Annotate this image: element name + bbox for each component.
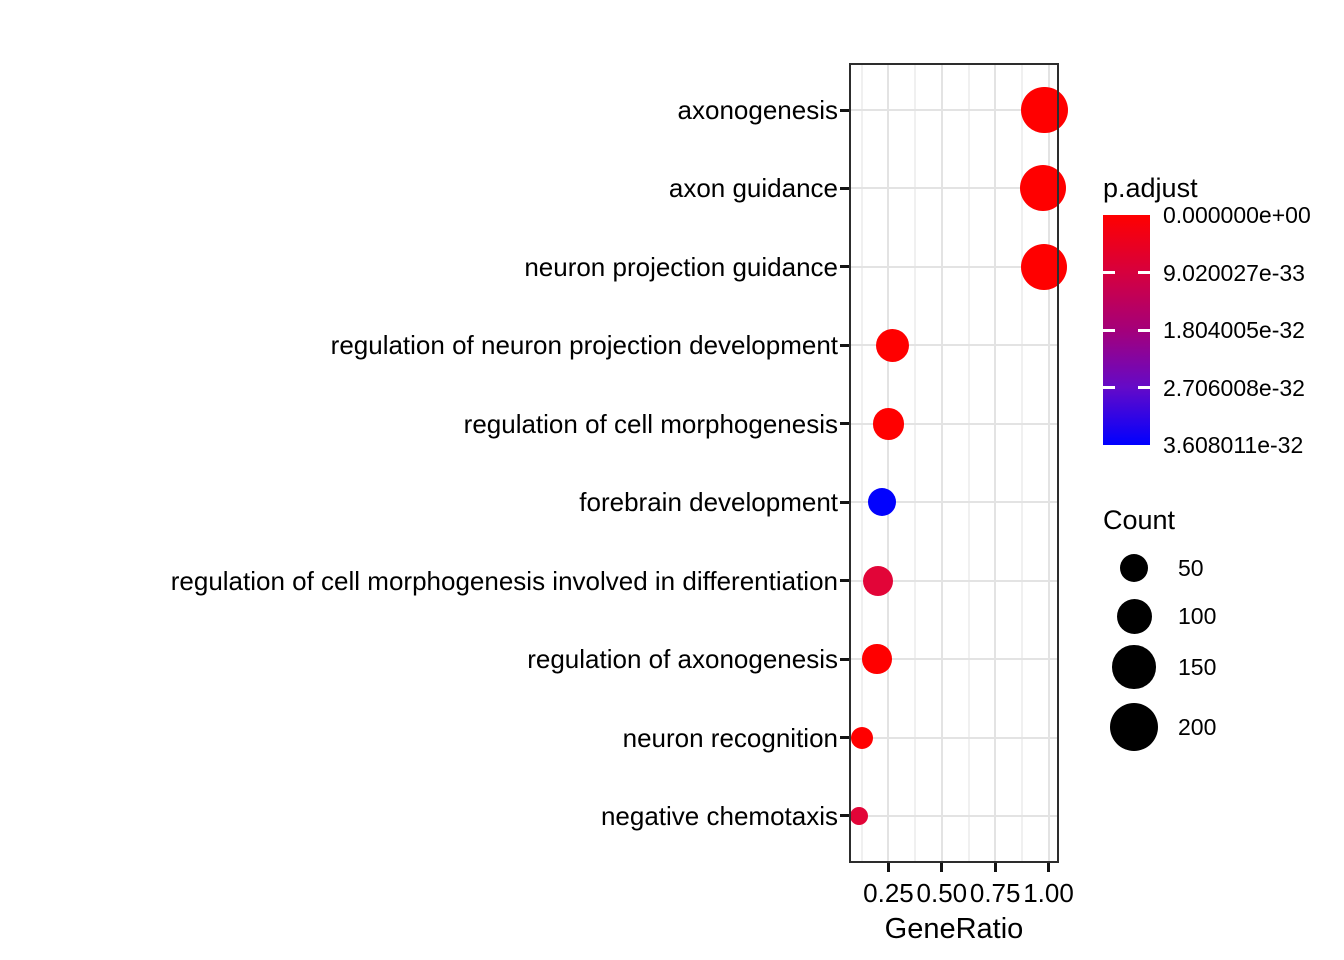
count-key-label: 50 xyxy=(1178,555,1204,581)
colorbar-tick xyxy=(1103,386,1115,389)
x-tick-label: 0.25 xyxy=(863,878,914,908)
gridline-x-minor xyxy=(860,63,863,863)
dot xyxy=(862,644,892,674)
y-axis-label: regulation of cell morphogenesis xyxy=(463,408,838,439)
colorbar-tick xyxy=(1103,328,1115,332)
gridline-x-major xyxy=(940,63,943,863)
dot xyxy=(849,806,869,826)
colorbar-tick xyxy=(1138,271,1150,274)
gridline-x-major xyxy=(887,63,890,863)
y-tick xyxy=(840,579,849,583)
y-tick xyxy=(840,265,849,269)
y-axis-label: axon guidance xyxy=(668,173,838,204)
colorbar-tick xyxy=(1138,386,1150,389)
gridline-y-major xyxy=(849,658,1059,661)
count-key-circle xyxy=(1110,703,1158,751)
colorbar-tick-label: 3.608011e-32 xyxy=(1163,432,1304,458)
dot xyxy=(850,726,873,749)
y-tick xyxy=(840,108,849,112)
y-tick xyxy=(840,186,849,190)
gridline-y-major xyxy=(849,736,1059,739)
dot xyxy=(872,407,905,440)
gridline-y-major xyxy=(849,501,1059,504)
count-key-label: 150 xyxy=(1178,654,1217,680)
x-tick xyxy=(993,863,997,872)
x-tick-label: 1.00 xyxy=(1023,878,1074,908)
y-tick xyxy=(840,657,849,661)
dot xyxy=(868,488,897,517)
y-tick xyxy=(840,500,849,504)
gridline-x-minor xyxy=(914,63,917,863)
y-tick xyxy=(840,343,849,347)
count-key-label: 200 xyxy=(1178,714,1217,740)
gridline-y-major xyxy=(849,109,1059,112)
colorbar-tick-label: 2.706008e-32 xyxy=(1163,374,1305,401)
y-axis-label: regulation of neuron projection developm… xyxy=(330,330,838,361)
gridline-y-major xyxy=(849,814,1059,817)
gridline-x-major xyxy=(994,63,997,863)
gridline-y-major xyxy=(849,187,1059,190)
x-tick xyxy=(940,863,944,872)
y-axis-label: negative chemotaxis xyxy=(600,800,838,831)
y-axis-label: regulation of axonogenesis xyxy=(527,644,838,675)
count-key-label: 100 xyxy=(1178,603,1217,629)
gridline-y-major xyxy=(849,579,1059,582)
colorbar-tick xyxy=(1138,328,1150,332)
gridline-x-minor xyxy=(967,63,970,863)
gridline-y-major xyxy=(849,265,1059,268)
x-tick-label: 0.75 xyxy=(969,878,1021,908)
padjust-colorbar xyxy=(1103,215,1150,445)
y-tick xyxy=(840,814,849,818)
y-axis-label: regulation of cell morphogenesis involve… xyxy=(170,565,838,596)
y-axis-label: neuron projection guidance xyxy=(524,251,838,282)
dot xyxy=(862,565,893,596)
x-tick-label: 0.50 xyxy=(916,878,968,908)
dot xyxy=(1021,243,1068,290)
y-axis-label: axonogenesis xyxy=(677,95,838,126)
colorbar-tick-label: 0.000000e+00 xyxy=(1163,202,1311,228)
gridline-x-minor xyxy=(1020,63,1023,863)
x-tick xyxy=(1047,863,1051,872)
dot xyxy=(876,328,910,363)
x-tick xyxy=(886,863,890,872)
y-axis-label: neuron recognition xyxy=(622,722,838,753)
y-tick xyxy=(840,736,849,739)
count-key-circle xyxy=(1116,598,1152,634)
count-key-circle xyxy=(1112,645,1156,689)
x-axis-title: GeneRatio xyxy=(884,913,1024,945)
dot xyxy=(1020,165,1067,212)
colorbar-tick xyxy=(1103,271,1115,274)
y-tick xyxy=(840,422,849,426)
y-axis-label: forebrain development xyxy=(579,487,838,518)
count-key-circle xyxy=(1119,553,1149,583)
colorbar-tick-label: 1.804005e-32 xyxy=(1163,317,1305,343)
gridline-y-major xyxy=(849,422,1059,425)
gridline-x-major xyxy=(1047,63,1050,863)
padjust-legend-title: p.adjust xyxy=(1103,173,1198,203)
count-legend-title: Count xyxy=(1103,505,1176,535)
colorbar-tick-label: 9.020027e-33 xyxy=(1163,259,1305,286)
gridline-y-major xyxy=(849,344,1059,347)
dot xyxy=(1020,86,1068,134)
